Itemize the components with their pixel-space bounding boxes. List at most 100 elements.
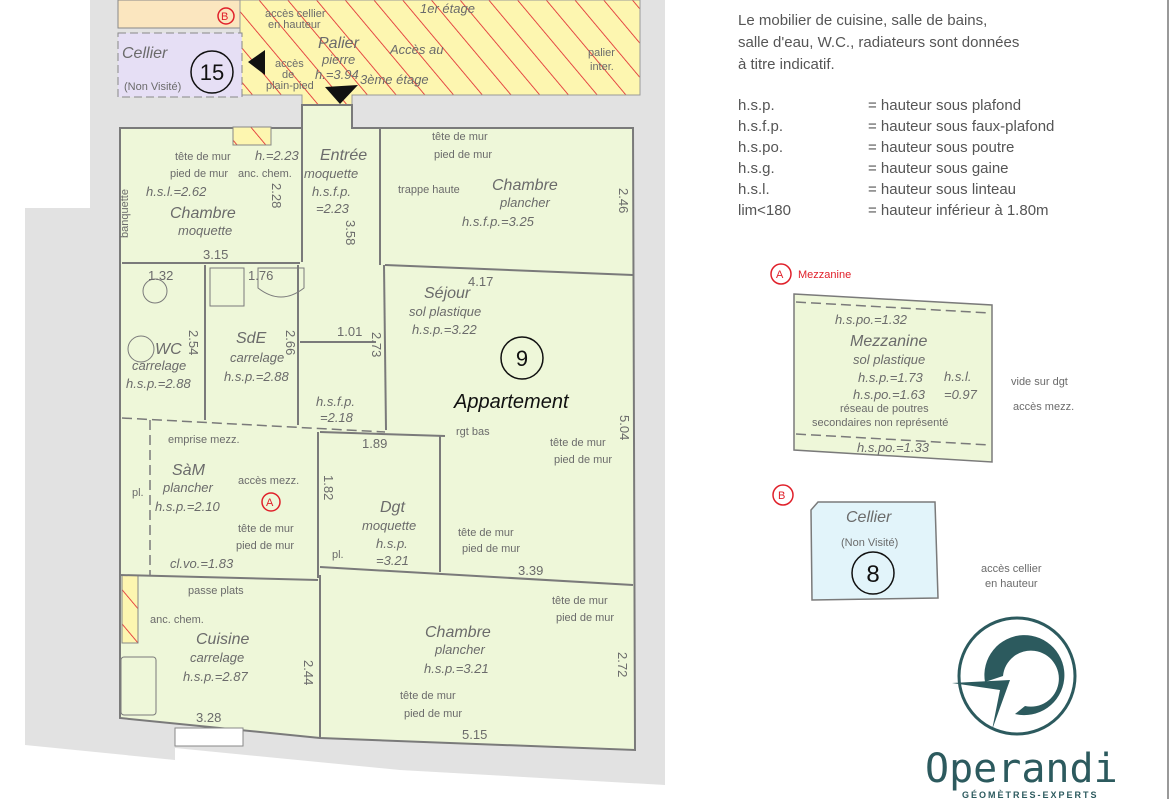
chambre2-dim: 2.46 [616,188,631,213]
chambre3-dim-h: 2.72 [615,652,630,677]
sink-icon [257,267,305,298]
acces-3eme-1: Accès au [389,42,443,57]
abbreviation-abbr: lim<180 [738,202,791,219]
mezzanine-acces: accès mezz. [1013,401,1074,413]
mezzanine-floor: sol plastique [853,352,925,367]
chambre1-dim-w: 3.15 [203,247,228,262]
mezzanine-hsl: h.s.l. [944,369,971,384]
placard-dim-w: 1.01 [337,324,362,339]
entree-hsfp-val: =2.23 [316,201,350,216]
sam-pied: pied de mur [236,540,294,552]
mezzanine-plan [793,293,993,463]
mezzanine-name: Mezzanine [850,333,927,350]
chambre2-tete: tête de mur [432,131,488,143]
dgt-floor: moquette [362,518,416,533]
sam-height: h.s.p.=2.10 [155,499,220,514]
cuisine-dim-h: 2.44 [301,660,316,685]
cuisine-anc-chem: anc. chem. [150,614,204,626]
sejour-height: h.s.p.=3.22 [412,322,477,337]
sam-dim: 1.82 [321,475,336,500]
dgt-hsp: h.s.p. [376,536,408,551]
mezzanine-marker [770,263,792,285]
cellier8-marker [772,484,794,506]
marker-a-label: A [266,497,274,509]
mezzanine-reseau-2: secondaires non représenté [812,417,948,429]
wc-floor: carrelage [132,358,186,373]
abbreviation-def: = hauteur inférieur à 1.80m [868,202,1049,219]
chambre3-pied1: pied de mur [556,612,614,624]
wc-dim-h: 2.54 [186,330,201,355]
abbreviation-def: = hauteur sous linteau [868,181,1016,198]
mezzanine-hspo: h.s.po.=1.63 [853,387,926,402]
cuisine-name: Cuisine [196,631,249,648]
chambre3-pied2: pied de mur [404,708,462,720]
sam-pl: pl. [132,487,144,499]
acces-cellier-label: accès cellier [265,8,326,20]
placard-hsfp: h.s.f.p. [316,394,355,409]
abbreviation-def: = hauteur sous plafond [868,97,1021,114]
chambre3-height: h.s.p.=3.21 [424,661,489,676]
logo-name: Operandi [925,746,1118,792]
shower-icon [209,267,245,307]
chambre1-floor: moquette [178,223,232,238]
chambre2-height: h.s.f.p.=3.25 [462,214,535,229]
toilet-bowl-icon [127,335,155,363]
cellier-8 [810,501,939,601]
wc-name: WC [155,341,182,358]
placard-hsfp-val: =2.18 [320,410,354,425]
acces-cellier-label-2: en hauteur [268,19,321,31]
palier-name: Palier [318,35,360,52]
sam-acces-mezz: accès mezz. [238,475,299,487]
sam-floor: plancher [162,480,214,495]
cellier8-acces-2: en hauteur [985,578,1038,590]
marker-a [261,492,281,512]
passe-plats: passe plats [188,585,244,597]
toilet-icon [142,278,168,304]
note-line-1: Le mobilier de cuisine, salle de bains, [738,12,987,29]
stove-icon [120,656,157,716]
mezzanine-marker-label: A [776,269,784,281]
dgt-pied: pied de mur [462,543,520,555]
dgt-name: Dgt [380,499,405,516]
logo-tagline: GÉOMÈTRES-EXPERTS [962,790,1099,799]
sejour-dim-h: 5.04 [617,415,632,440]
abbreviation-abbr: h.s.g. [738,160,775,177]
apartment-number: 9 [516,346,528,371]
note-line-3: à titre indicatif. [738,56,835,73]
palier-height: h.=3.94 [315,67,359,82]
entree-name: Entrée [320,147,367,164]
operandi-logo: Operandi GÉOMÈTRES-EXPERTS [925,616,1118,799]
arrow-down-icon [325,85,358,104]
cuisine-dim-w: 3.28 [196,710,221,725]
wc-height: h.s.p.=2.88 [126,376,191,391]
chambre3-name: Chambre [425,624,491,641]
interior-walls [119,128,634,738]
cellier15-name: Cellier [122,45,168,62]
chambre3-tete1: tête de mur [552,595,608,607]
acces-plain-pied-2: de [282,69,294,81]
abbreviation-def: = hauteur sous poutre [868,139,1014,156]
mezzanine-reseau-1: réseau de poutres [840,403,929,415]
acces-plain-pied-3: plain-pied [266,80,314,92]
entree-dim: 3.58 [343,220,358,245]
chambre3-dim-w1: 3.39 [518,563,543,578]
sam-clvo: cl.vo.=1.83 [170,556,234,571]
cellier8-acces-1: accès cellier [981,563,1042,575]
palier-inter-2: inter. [590,61,614,73]
abbreviation-abbr: h.s.po. [738,139,783,156]
mezzanine-hsp: h.s.p.=1.73 [858,370,923,385]
abbreviation-abbr: h.s.p. [738,97,775,114]
sde-floor: carrelage [230,350,284,365]
chambre2-name: Chambre [492,177,558,194]
chambre1-hsl: h.s.l.=2.62 [146,184,207,199]
sam-name: SàM [172,462,206,479]
mezzanine-hspo-bottom: h.s.po.=1.33 [857,440,930,455]
sam-tete: tête de mur [238,523,294,535]
cellier-15 [117,32,243,98]
cellier8-name: Cellier [846,509,892,526]
sejour-dim-w: 4.17 [468,274,493,289]
cellier8-number: 8 [866,561,879,588]
note-line-2: salle d'eau, W.C., radiateurs sont donné… [738,34,1019,51]
chambre3-dim-w2: 5.15 [462,727,487,742]
